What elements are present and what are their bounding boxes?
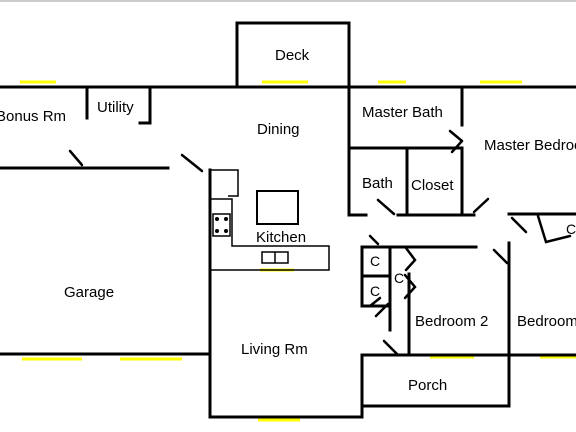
room-label-master-bedroom: Master Bedroom: [484, 137, 576, 154]
door: [450, 139, 464, 154]
closet-label: C: [370, 283, 380, 299]
room-label-closet: Closet: [411, 177, 454, 194]
stove-burner: [224, 229, 228, 233]
room-label-utility: Utility: [97, 99, 134, 116]
door: [472, 197, 490, 214]
door: [368, 296, 382, 308]
kitchen-counter: [210, 198, 330, 271]
windows: [20, 80, 576, 422]
room-label-garage: Garage: [64, 284, 114, 301]
room-label-bath: Bath: [362, 175, 393, 192]
wall: [235, 21, 351, 89]
top-edge: [0, 0, 576, 2]
stove-burner: [215, 229, 219, 233]
door: [68, 149, 84, 167]
closet-label: C: [566, 221, 576, 237]
room-labels: Deck Bonus Rm Utility Dining Master Bath…: [0, 47, 576, 394]
stove: [212, 213, 231, 237]
door: [374, 302, 390, 318]
door: [368, 234, 380, 246]
closet-label: C: [370, 253, 380, 269]
room-label-bedroom-2: Bedroom 2: [415, 313, 488, 330]
room-label-bonus-rm: Bonus Rm: [0, 108, 66, 125]
room-label-kitchen: Kitchen: [256, 229, 306, 246]
room-label-bedroom-3: Bedroom: [517, 313, 576, 330]
kitchen-island: [256, 190, 299, 225]
door: [382, 339, 400, 357]
room-label-master-bath: Master Bath: [362, 104, 443, 121]
closet-label: C: [394, 270, 404, 286]
refrigerator: [210, 169, 239, 197]
door: [510, 216, 528, 234]
room-label-deck: Deck: [275, 47, 310, 64]
door: [404, 246, 417, 272]
stove-burner: [215, 217, 219, 221]
doors: [68, 129, 572, 357]
door: [180, 153, 204, 173]
kitchen-fixtures: [210, 169, 330, 271]
door: [403, 273, 417, 300]
door: [492, 248, 509, 265]
room-label-living-rm: Living Rm: [241, 341, 308, 358]
room-label-dining: Dining: [257, 121, 300, 138]
door: [448, 129, 464, 143]
room-label-porch: Porch: [408, 377, 447, 394]
stove-burner: [224, 217, 228, 221]
door: [376, 198, 396, 216]
closet-door: [536, 214, 572, 244]
